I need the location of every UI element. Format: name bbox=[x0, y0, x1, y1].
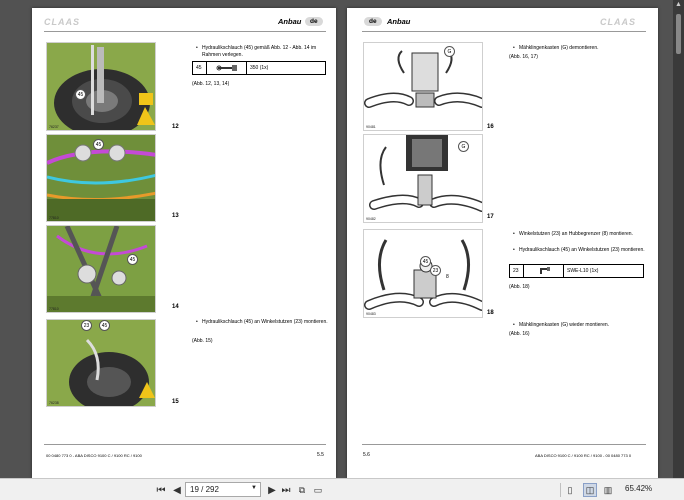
figure-number: 15 bbox=[172, 399, 179, 405]
callout-23: 23 bbox=[430, 265, 441, 276]
instruction-text: Mähklingenkasten (G) demontieren. bbox=[513, 45, 649, 52]
spec-part: SWE-L10 (1x) bbox=[567, 268, 599, 274]
language-badge: de bbox=[364, 17, 382, 26]
page-number: 5.5 bbox=[317, 452, 324, 458]
callout-g: G bbox=[458, 141, 469, 152]
figure-reference: (Abb. 15) bbox=[192, 338, 213, 344]
page-number-input[interactable]: 19 / 292 ▼ bbox=[185, 482, 261, 497]
figure-14-image: 45 77810 bbox=[46, 225, 156, 313]
figure-code: 76237 bbox=[49, 125, 59, 129]
header-divider bbox=[44, 31, 326, 32]
figure-15-image: 23 45 76238 bbox=[46, 319, 156, 407]
language-badge: de bbox=[305, 17, 323, 26]
previous-page-icon[interactable]: ◀ bbox=[173, 484, 181, 496]
figure-number: 14 bbox=[172, 304, 179, 310]
footer-text: 00 0480 773 0 - ABA DISCO 9100 C / 9100 … bbox=[46, 453, 142, 458]
section-title: Anbau bbox=[278, 17, 302, 26]
pdf-toolbar: ⏮ ◀ 19 / 292 ▼ ▶ ⏭ ⧉ ▭ ▯ ◫ ▥ 65.42% bbox=[0, 478, 684, 500]
callout-45: 45 bbox=[75, 89, 86, 100]
spec-table: 45 350 (1x) bbox=[192, 61, 326, 75]
footer-divider bbox=[44, 444, 326, 445]
scroll-view-icon[interactable]: ▥ bbox=[603, 484, 613, 495]
callout-45: 45 bbox=[420, 256, 431, 267]
first-page-icon[interactable]: ⏮ bbox=[156, 484, 166, 496]
left-page: CLAAS Anbau de 45 76237 12 bbox=[32, 8, 336, 478]
elbow-fitting-icon bbox=[524, 265, 564, 277]
callout-45: 45 bbox=[127, 254, 138, 265]
right-page: de Anbau CLAAS G 90481 16 bbox=[347, 8, 658, 478]
page-indicator: 19 / 292 bbox=[190, 485, 219, 494]
copy-page-icon[interactable]: ⧉ bbox=[298, 484, 306, 495]
figure-number: 16 bbox=[487, 124, 494, 130]
callout-45: 45 bbox=[93, 139, 104, 150]
document-viewer[interactable]: CLAAS Anbau de 45 76237 12 bbox=[0, 0, 684, 478]
figure-code: 77810 bbox=[49, 216, 59, 220]
instruction-text: Hydraulikschlauch (45) an Winkelstutzen … bbox=[513, 247, 649, 254]
page-number: 5.6 bbox=[363, 452, 370, 458]
last-page-icon[interactable]: ⏭ bbox=[281, 484, 291, 496]
figure-number: 13 bbox=[172, 213, 179, 219]
spec-table: 23 SWE-L10 (1x) bbox=[509, 264, 644, 278]
figure-reference: (Abb. 16) bbox=[509, 331, 530, 337]
figure-reference: (Abb. 18) bbox=[509, 284, 530, 290]
two-page-view-icon[interactable]: ◫ bbox=[583, 483, 597, 497]
hose-icon bbox=[207, 62, 247, 74]
figure-13-image: 45 77810 bbox=[46, 134, 156, 222]
instruction-text: Winkelstutzen (23) an Hubbegrenzer (8) m… bbox=[513, 231, 649, 238]
vertical-scrollbar[interactable]: ▲ bbox=[673, 0, 684, 478]
fit-page-icon[interactable]: ▭ bbox=[313, 484, 323, 495]
claas-logo: CLAAS bbox=[600, 17, 636, 27]
figure-code: 77810 bbox=[49, 307, 59, 311]
claas-logo: CLAAS bbox=[44, 17, 80, 27]
figure-number: 17 bbox=[487, 214, 494, 220]
figure-number: 12 bbox=[172, 124, 179, 130]
next-page-icon[interactable]: ▶ bbox=[268, 484, 276, 496]
figure-code: 90481 bbox=[366, 125, 376, 129]
figure-16-image: G 90481 bbox=[363, 42, 483, 131]
spec-pos: 23 bbox=[510, 265, 524, 277]
toolbar-divider bbox=[560, 483, 561, 497]
figure-reference: (Abb. 12, 13, 14) bbox=[192, 81, 230, 87]
footer-text: ABA DISCO 9100 C / 9100 RC / 9100 - 00 0… bbox=[535, 453, 632, 458]
scroll-thumb[interactable] bbox=[676, 14, 681, 54]
callout-g: G bbox=[444, 46, 455, 57]
scroll-up-arrow-icon[interactable]: ▲ bbox=[675, 1, 682, 8]
figure-12-image: 45 76237 bbox=[46, 42, 156, 131]
figure-code: 90482 bbox=[366, 217, 376, 221]
instruction-text: Hydraulikschlauch (45) an Winkelstutzen … bbox=[196, 319, 330, 326]
figure-code: 76238 bbox=[49, 401, 59, 405]
figure-18-image: 45 23 8 90483 bbox=[363, 229, 483, 318]
footer-divider bbox=[362, 444, 646, 445]
label-8: 8 bbox=[446, 274, 449, 280]
callout-45: 45 bbox=[99, 320, 110, 331]
chevron-down-icon[interactable]: ▼ bbox=[251, 485, 257, 491]
spec-pos: 45 bbox=[193, 62, 207, 74]
callout-23: 23 bbox=[81, 320, 92, 331]
zoom-level[interactable]: 65.42% bbox=[625, 484, 653, 493]
figure-17-image: G 90482 bbox=[363, 134, 483, 223]
section-title: Anbau bbox=[387, 17, 411, 26]
figure-number: 18 bbox=[487, 310, 494, 316]
spec-part: 350 (1x) bbox=[250, 65, 269, 71]
single-page-view-icon[interactable]: ▯ bbox=[567, 484, 573, 495]
instruction-text: Mähklingenkasten (G) wieder montieren. bbox=[513, 322, 649, 329]
instruction-text: Hydraulikschlauch (45) gemäß Abb. 12 - A… bbox=[196, 45, 330, 58]
figure-reference: (Abb. 16, 17) bbox=[509, 54, 538, 60]
header-divider bbox=[362, 31, 646, 32]
figure-code: 90483 bbox=[366, 312, 376, 316]
